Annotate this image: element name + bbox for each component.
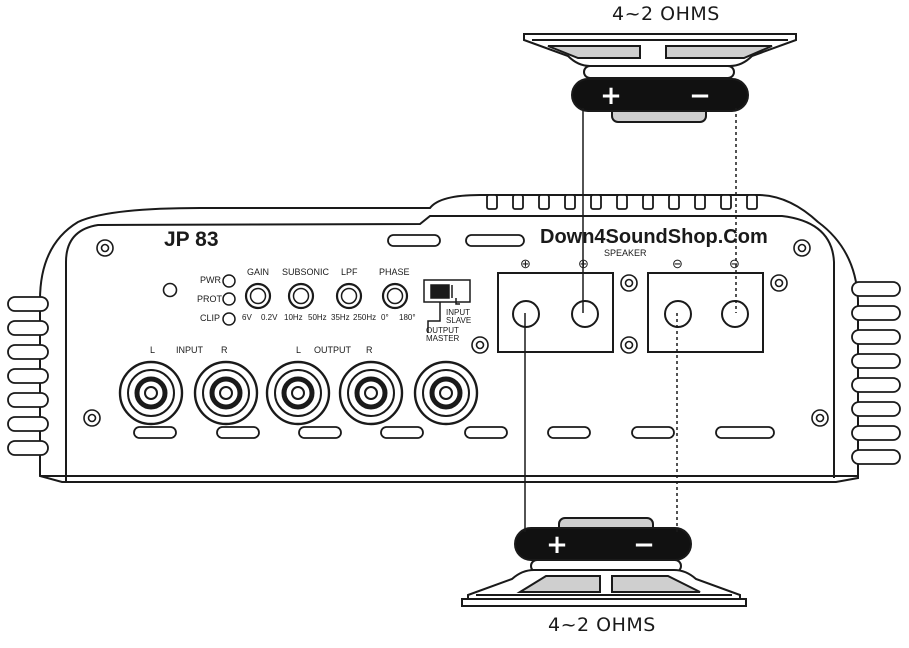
output-master-label: OUTPUT MASTER [426,326,460,344]
input-left-label: L [150,345,156,355]
speaker-label: SPEAKER [604,248,647,258]
led-clip-label: CLIP [200,313,221,323]
model-label: JP 83 [164,228,219,251]
rca-output-left-icon [265,360,331,426]
amplifier-body [39,194,859,483]
input-label: INPUT [176,345,203,355]
screw-icon [620,274,638,292]
screw-icon [811,409,829,427]
control-knobs [244,282,409,310]
wires [524,108,737,532]
screw-icon [770,274,788,292]
input-right-label: R [221,345,228,355]
screw-icon [83,409,101,427]
rca-input-right-icon [193,360,259,426]
lpf-min-label: 35Hz [331,313,350,322]
top-speaker [523,33,797,123]
output-label: OUTPUT [314,345,351,355]
output-right-label: R [366,345,373,355]
terminal-screw-icon [721,300,749,328]
phase-label: PHASE [379,267,410,277]
subsonic-min-label: 10Hz [284,313,303,322]
screws [83,239,829,427]
rca-output-right-icon [338,360,404,426]
led-pwr-label: PWR [200,275,221,285]
subsonic-label: SUBSONIC [282,267,330,277]
lpf-knob-icon [335,282,363,310]
screw-icon [620,336,638,354]
right-fins [851,281,901,465]
rca-master-icon [413,360,479,426]
remote-port-icon [162,282,178,298]
output-left-label: L [296,345,302,355]
top-speaker-terminal-bar [571,78,749,112]
mode-switch [423,279,471,333]
gain-label: GAIN [247,267,270,277]
rca-jacks [118,360,479,426]
bottom-positive-symbol: + [546,530,568,560]
phase-min-label: 0° [381,313,389,322]
status-leds [222,274,236,326]
panel-slots [133,234,775,439]
bottom-impedance-label: 4~2 OHMS [548,614,656,636]
led-prot-label: PROT [197,294,223,304]
terminal-screw-icon [512,300,540,328]
screw-icon [471,336,489,354]
subsonic-knob-icon [287,282,315,310]
terminal-negative-symbol: ⊖ [672,256,683,271]
left-fins [7,296,49,456]
top-ribs [486,194,758,210]
bottom-speaker-terminal-bar [514,527,692,561]
top-negative-symbol: − [689,81,711,111]
gain-knob-icon [244,282,272,310]
subsonic-max-label: 50Hz [308,313,327,322]
phase-max-label: 180° [399,313,416,322]
bottom-negative-symbol: − [633,530,655,560]
bottom-speaker [461,517,747,607]
phase-knob-icon [381,282,409,310]
terminal-positive-symbol: ⊕ [578,256,589,271]
terminal-screw-icon [571,300,599,328]
watermark-text: Down4SoundShop.Com [540,226,768,248]
screw-icon [96,239,114,257]
lpf-label: LPF [341,267,358,277]
rca-input-left-icon [118,360,184,426]
lpf-max-label: 250Hz [353,313,377,322]
screw-icon [793,239,811,257]
terminal-positive-symbol: ⊕ [520,256,531,271]
top-impedance-label: 4~2 OHMS [612,3,720,25]
input-slave-label: INPUT SLAVE [446,308,472,326]
speaker-terminals [497,272,764,353]
top-positive-symbol: + [600,81,622,111]
gain-min-label: 6V [242,313,252,322]
terminal-screw-icon [664,300,692,328]
terminal-negative-symbol: ⊖ [729,256,740,271]
gain-max-label: 0.2V [261,313,278,322]
